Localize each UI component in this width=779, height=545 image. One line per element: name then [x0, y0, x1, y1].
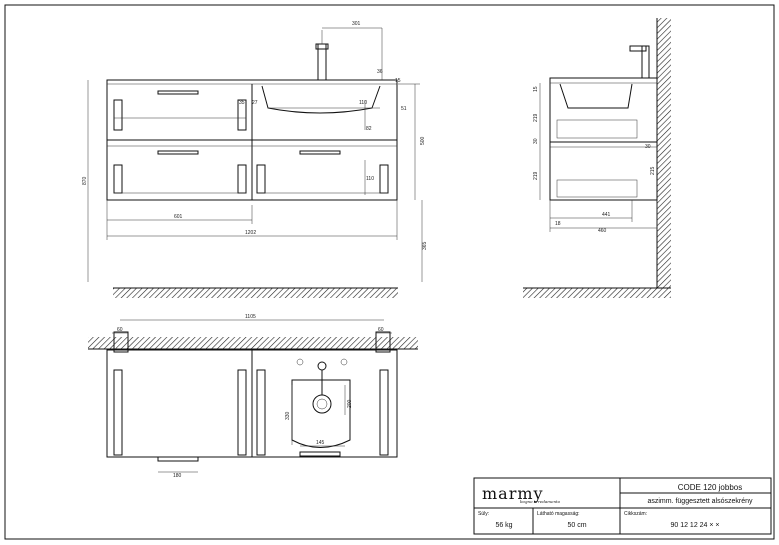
visible-height-label: Látható magasság:: [537, 511, 580, 517]
weight-value: 56 kg: [495, 522, 512, 529]
top-drain: [312, 394, 332, 414]
side-basin: [559, 83, 633, 109]
dim-floor-gap: 365: [422, 241, 428, 250]
product-description: aszimm. függesztett alsószekrény: [647, 498, 753, 505]
dim-top-handle-width: 180: [173, 473, 182, 479]
dim-top-basin-inner: 330: [285, 411, 291, 420]
top-faucet-hole: [317, 361, 327, 371]
brand-tagline: bogno arredamento: [520, 499, 561, 504]
dim-cabinet-height: 500: [420, 136, 426, 145]
dim-basin-depth: 15: [395, 78, 401, 84]
dim-drawer-gap: 82: [366, 126, 372, 132]
dim-total-width: 1202: [245, 230, 256, 236]
dim-tap-hole-offset: 36: [377, 69, 383, 75]
front-handle-top-left: [157, 90, 199, 95]
front-floor-hatch: [113, 288, 398, 298]
dim-side-inner-depth: 215: [650, 166, 656, 175]
weight-label: Súly:: [478, 511, 489, 517]
side-cabinet-outline: [549, 77, 658, 201]
front-view: 301 36 15 110 51 82 110 27 35 870 500 36…: [82, 21, 428, 298]
visible-height-value: 50 cm: [567, 522, 586, 529]
front-handle-bottom-left: [157, 150, 199, 155]
dim-faucet-offset: 301: [352, 21, 361, 27]
dim-left-small: 35: [239, 100, 245, 106]
product-name: CODE 120 jobbos: [678, 483, 742, 492]
side-floor-hatch: [523, 288, 671, 298]
dim-side-top: 15: [533, 86, 539, 92]
dim-top-basin-width: 145: [316, 440, 325, 446]
dim-top-basin-depth: 200: [347, 399, 353, 408]
top-basin: [291, 379, 351, 448]
dim-side-lower-drawer: 219: [533, 171, 539, 180]
dim-right-small: 27: [252, 100, 258, 106]
dim-side-base-small: 18: [555, 221, 561, 227]
dim-side-gap: 30: [533, 138, 539, 144]
brand-logo: marmy: [482, 484, 544, 503]
side-wall-hatch: [657, 18, 671, 288]
dim-inner-height-b: 110: [366, 176, 374, 182]
side-view: 15 219 30 219 30 215 18 441 460: [523, 18, 671, 298]
front-basin: [261, 85, 381, 114]
dim-top-right-bracket: 60: [378, 327, 384, 333]
dim-total-height: 870: [82, 176, 88, 185]
dim-side-upper-drawer: 219: [533, 113, 539, 122]
dim-side-depth-inner: 441: [602, 212, 611, 218]
front-handle-bottom-right: [299, 150, 341, 155]
dim-inner-height-a: 110: [359, 100, 367, 106]
dim-side-inner-small: 30: [645, 144, 651, 150]
article-label: Cikkszám:: [624, 511, 647, 517]
dim-half-width: 601: [174, 214, 183, 220]
dim-top-total-width: 1105: [245, 314, 256, 320]
title-block: marmy bogno arredamento CODE 120 jobbos …: [473, 477, 772, 535]
dim-side-depth-total: 460: [598, 228, 607, 234]
dim-top-left-bracket: 60: [117, 327, 123, 333]
top-view: 1105 60 60 200 330 145 180: [88, 314, 418, 479]
article-number: 90 12 12 24 × ×: [670, 522, 719, 529]
sheet-border: [4, 4, 775, 540]
top-wall-hatch: [88, 337, 418, 349]
dim-right-mark: 51: [401, 106, 407, 112]
